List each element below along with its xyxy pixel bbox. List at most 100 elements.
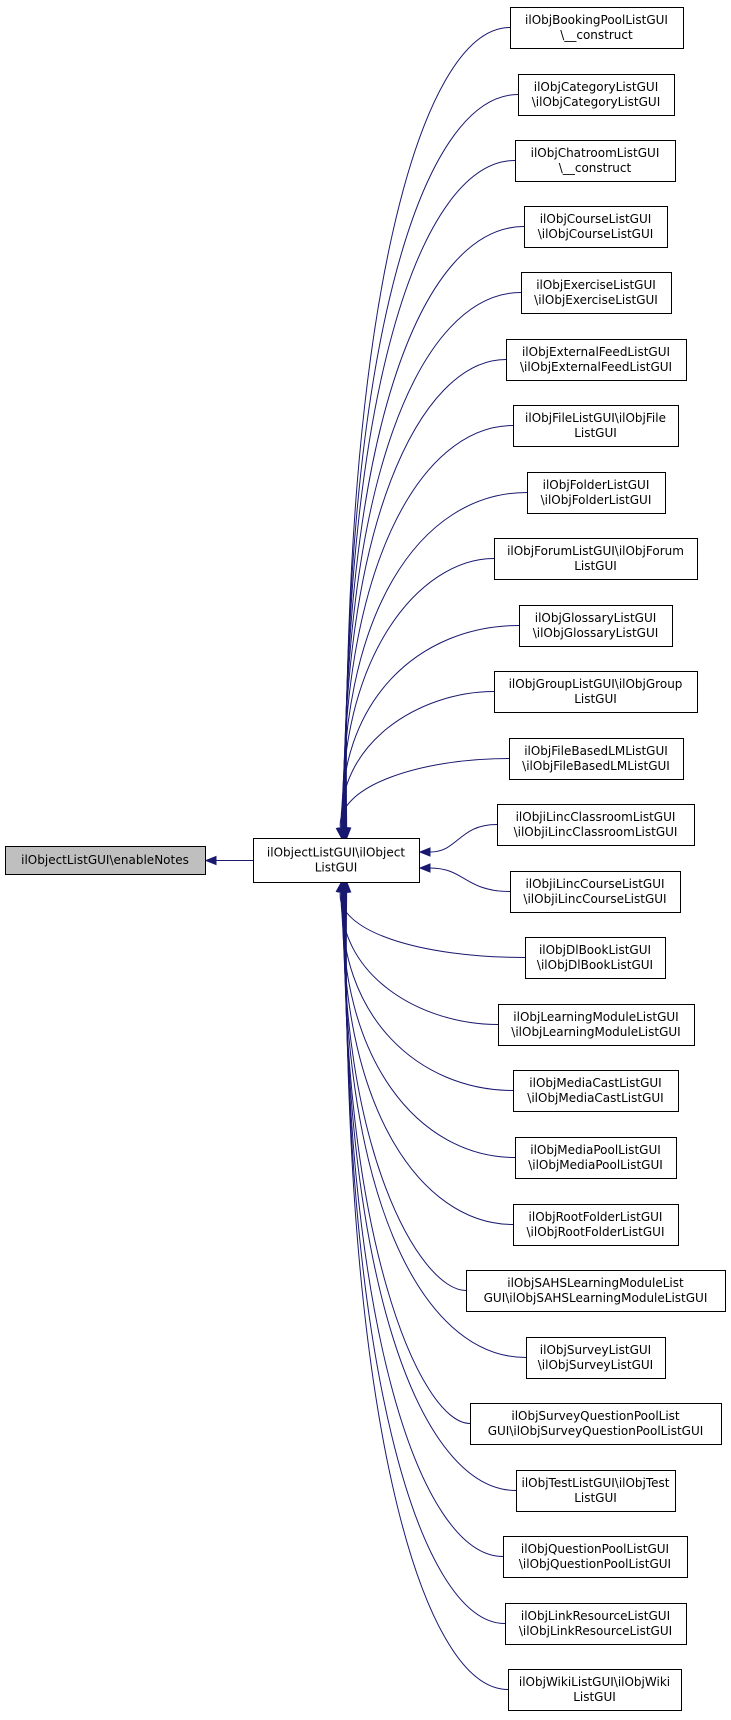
node-forum[interactable]: ilObjForumListGUI\ilObjForumListGUI bbox=[494, 538, 698, 580]
node-ilincclass-label-line-1: ilObjiLincClassroomListGUI bbox=[516, 810, 676, 824]
edge-linkres-to-base bbox=[345, 891, 506, 1624]
edge-ilincclass-to-base-arrowhead bbox=[418, 847, 431, 857]
node-sahs-label-line-2: GUI\ilObjSAHSLearningModuleListGUI bbox=[484, 1291, 708, 1305]
node-dlbook[interactable]: ilObjDlBookListGUI\ilObjDlBookListGUI bbox=[525, 937, 666, 979]
node-wiki-box bbox=[508, 1669, 682, 1711]
node-qpool-box bbox=[503, 1536, 688, 1578]
node-mediapool-box bbox=[515, 1137, 677, 1179]
node-folder-box bbox=[527, 472, 666, 514]
node-survey[interactable]: ilObjSurveyListGUI\ilObjSurveyListGUI bbox=[526, 1337, 666, 1379]
node-file-label-line-2: ListGUI bbox=[574, 426, 617, 440]
node-sahs[interactable]: ilObjSAHSLearningModuleListGUI\ilObjSAHS… bbox=[466, 1270, 726, 1312]
node-chatroom-box bbox=[515, 140, 676, 182]
node-ilobjectlistgui-label-line-1: ilObjectListGUI\ilObject bbox=[267, 846, 405, 860]
node-survey-box bbox=[526, 1337, 666, 1379]
node-exercise-label-line-2: \ilObjExerciseListGUI bbox=[534, 293, 658, 307]
node-qpool-label-line-2: \ilObjQuestionPoolListGUI bbox=[519, 1557, 671, 1571]
node-rootfolder[interactable]: ilObjRootFolderListGUI\ilObjRootFolderLi… bbox=[513, 1204, 679, 1246]
edge-folder-to-base bbox=[342, 492, 528, 829]
node-sahs-label-line-1: ilObjSAHSLearningModuleList bbox=[507, 1276, 684, 1290]
node-sqpool-label-line-2: GUI\ilObjSurveyQuestionPoolListGUI bbox=[488, 1424, 704, 1438]
node-mediapool-label-line-1: ilObjMediaPoolListGUI bbox=[530, 1143, 661, 1157]
node-exercise-label-line-1: ilObjExerciseListGUI bbox=[536, 278, 656, 292]
node-ilinccourse-label-line-2: \ilObjiLincCourseListGUI bbox=[523, 892, 666, 906]
node-linkres-box bbox=[505, 1603, 687, 1645]
edge-mediacast-to-base bbox=[341, 891, 514, 1091]
node-category[interactable]: ilObjCategoryListGUI\ilObjCategoryListGU… bbox=[518, 74, 675, 116]
node-ilobjectlistgui-label-line-2: ListGUI bbox=[315, 861, 358, 875]
node-rootfolder-label-line-1: ilObjRootFolderListGUI bbox=[529, 1210, 663, 1224]
node-mediacast-box bbox=[513, 1070, 679, 1112]
edge-rootfolder-to-base bbox=[342, 891, 514, 1225]
graph-edges bbox=[204, 27, 528, 1690]
node-exercise-box bbox=[521, 272, 672, 314]
node-wiki-label-line-1: ilObjWikiListGUI\ilObjWiki bbox=[519, 1675, 670, 1689]
edge-forum-to-base bbox=[341, 558, 495, 829]
edge-ilincclass-to-base bbox=[429, 824, 498, 853]
node-glossary[interactable]: ilObjGlossaryListGUI\ilObjGlossaryListGU… bbox=[519, 605, 673, 647]
node-lm[interactable]: ilObjLearningModuleListGUI\ilObjLearning… bbox=[498, 1004, 695, 1046]
node-enablenotes-box bbox=[5, 846, 206, 875]
node-booking-box bbox=[510, 7, 684, 49]
node-forum-box bbox=[494, 538, 698, 580]
edge-wiki-to-base bbox=[345, 891, 509, 1690]
node-group-label-line-2: ListGUI bbox=[574, 692, 617, 706]
node-glossary-label-line-2: \ilObjGlossaryListGUI bbox=[533, 626, 659, 640]
node-dlbook-box bbox=[525, 937, 666, 979]
node-rootfolder-label-line-2: \ilObjRootFolderListGUI bbox=[527, 1225, 665, 1239]
node-wiki[interactable]: ilObjWikiListGUI\ilObjWikiListGUI bbox=[508, 1669, 682, 1711]
node-sqpool-box bbox=[470, 1403, 722, 1445]
edge-ilinccourse-to-base bbox=[429, 867, 511, 892]
node-enablenotes[interactable]: ilObjectListGUI\enableNotes bbox=[5, 846, 206, 875]
edge-group-to-base bbox=[340, 691, 495, 829]
node-glossary-box bbox=[519, 605, 673, 647]
node-extfeed-label-line-1: ilObjExternalFeedListGUI bbox=[522, 345, 670, 359]
node-mediapool-label-line-2: \ilObjMediaPoolListGUI bbox=[528, 1158, 663, 1172]
node-glossary-label-line-1: ilObjGlossaryListGUI bbox=[535, 611, 657, 625]
node-group-box bbox=[494, 671, 698, 713]
node-ilinccourse[interactable]: ilObjiLincCourseListGUI\ilObjiLincCourse… bbox=[510, 871, 681, 913]
node-folder[interactable]: ilObjFolderListGUI\ilObjFolderListGUI bbox=[527, 472, 666, 514]
node-course[interactable]: ilObjCourseListGUI\ilObjCourseListGUI bbox=[524, 206, 668, 248]
node-folder-label-line-2: \ilObjFolderListGUI bbox=[541, 493, 652, 507]
node-mediapool[interactable]: ilObjMediaPoolListGUI\ilObjMediaPoolList… bbox=[515, 1137, 677, 1179]
node-booking-label-line-2: \__construct bbox=[560, 28, 633, 42]
edge-booking-to-base bbox=[345, 27, 511, 829]
node-sqpool[interactable]: ilObjSurveyQuestionPoolListGUI\ilObjSurv… bbox=[470, 1403, 722, 1445]
edge-dlbook-to-base bbox=[339, 891, 526, 958]
edge-filelm-to-base-arrowhead bbox=[335, 827, 346, 840]
node-linkres[interactable]: ilObjLinkResourceListGUI\ilObjLinkResour… bbox=[505, 1603, 687, 1645]
edge-sqpool-to-base bbox=[343, 891, 471, 1424]
node-qpool[interactable]: ilObjQuestionPoolListGUI\ilObjQuestionPo… bbox=[503, 1536, 688, 1578]
node-category-label-line-1: ilObjCategoryListGUI bbox=[534, 80, 658, 94]
node-ilincclass-label-line-2: \ilObjiLincClassroomListGUI bbox=[514, 825, 678, 839]
node-ilobjectlistgui[interactable]: ilObjectListGUI\ilObjectListGUI bbox=[253, 838, 420, 883]
node-sahs-box bbox=[466, 1270, 726, 1312]
node-enablenotes-label-line-1: ilObjectListGUI\enableNotes bbox=[21, 853, 189, 867]
node-chatroom[interactable]: ilObjChatroomListGUI\__construct bbox=[515, 140, 676, 182]
node-wiki-label-line-2: ListGUI bbox=[573, 1690, 616, 1704]
node-mediacast-label-line-1: ilObjMediaCastListGUI bbox=[529, 1076, 661, 1090]
node-extfeed[interactable]: ilObjExternalFeedListGUI\ilObjExternalFe… bbox=[506, 339, 687, 381]
edge-category-to-base bbox=[345, 94, 519, 829]
edge-test-to-base bbox=[344, 891, 517, 1491]
node-filelm[interactable]: ilObjFileBasedLMListGUI\ilObjFileBasedLM… bbox=[509, 738, 684, 780]
node-ilincclass[interactable]: ilObjiLincClassroomListGUI\ilObjiLincCla… bbox=[497, 804, 695, 846]
node-chatroom-label-line-2: \__construct bbox=[559, 161, 632, 175]
node-file[interactable]: ilObjFileListGUI\ilObjFileListGUI bbox=[513, 405, 679, 447]
node-course-label-line-1: ilObjCourseListGUI bbox=[540, 212, 652, 226]
node-filelm-label-line-1: ilObjFileBasedLMListGUI bbox=[524, 744, 668, 758]
node-booking[interactable]: ilObjBookingPoolListGUI\__construct bbox=[510, 7, 684, 49]
graph-nodes: ilObjectListGUI\enableNotes ilObjectListG… bbox=[5, 7, 726, 1711]
edge-course-to-base bbox=[344, 226, 525, 829]
edge-extfeed-to-base bbox=[343, 359, 507, 829]
node-filelm-box bbox=[509, 738, 684, 780]
node-dlbook-label-line-1: ilObjDlBookListGUI bbox=[539, 943, 651, 957]
node-ilobjectlistgui-box bbox=[253, 838, 420, 883]
node-test[interactable]: ilObjTestListGUI\ilObjTestListGUI bbox=[516, 1470, 676, 1512]
node-exercise[interactable]: ilObjExerciseListGUI\ilObjExerciseListGU… bbox=[521, 272, 672, 314]
node-test-label-line-2: ListGUI bbox=[574, 1491, 617, 1505]
node-survey-label-line-2: \ilObjSurveyListGUI bbox=[538, 1358, 653, 1372]
node-group[interactable]: ilObjGroupListGUI\ilObjGroupListGUI bbox=[494, 671, 698, 713]
node-mediacast[interactable]: ilObjMediaCastListGUI\ilObjMediaCastList… bbox=[513, 1070, 679, 1112]
